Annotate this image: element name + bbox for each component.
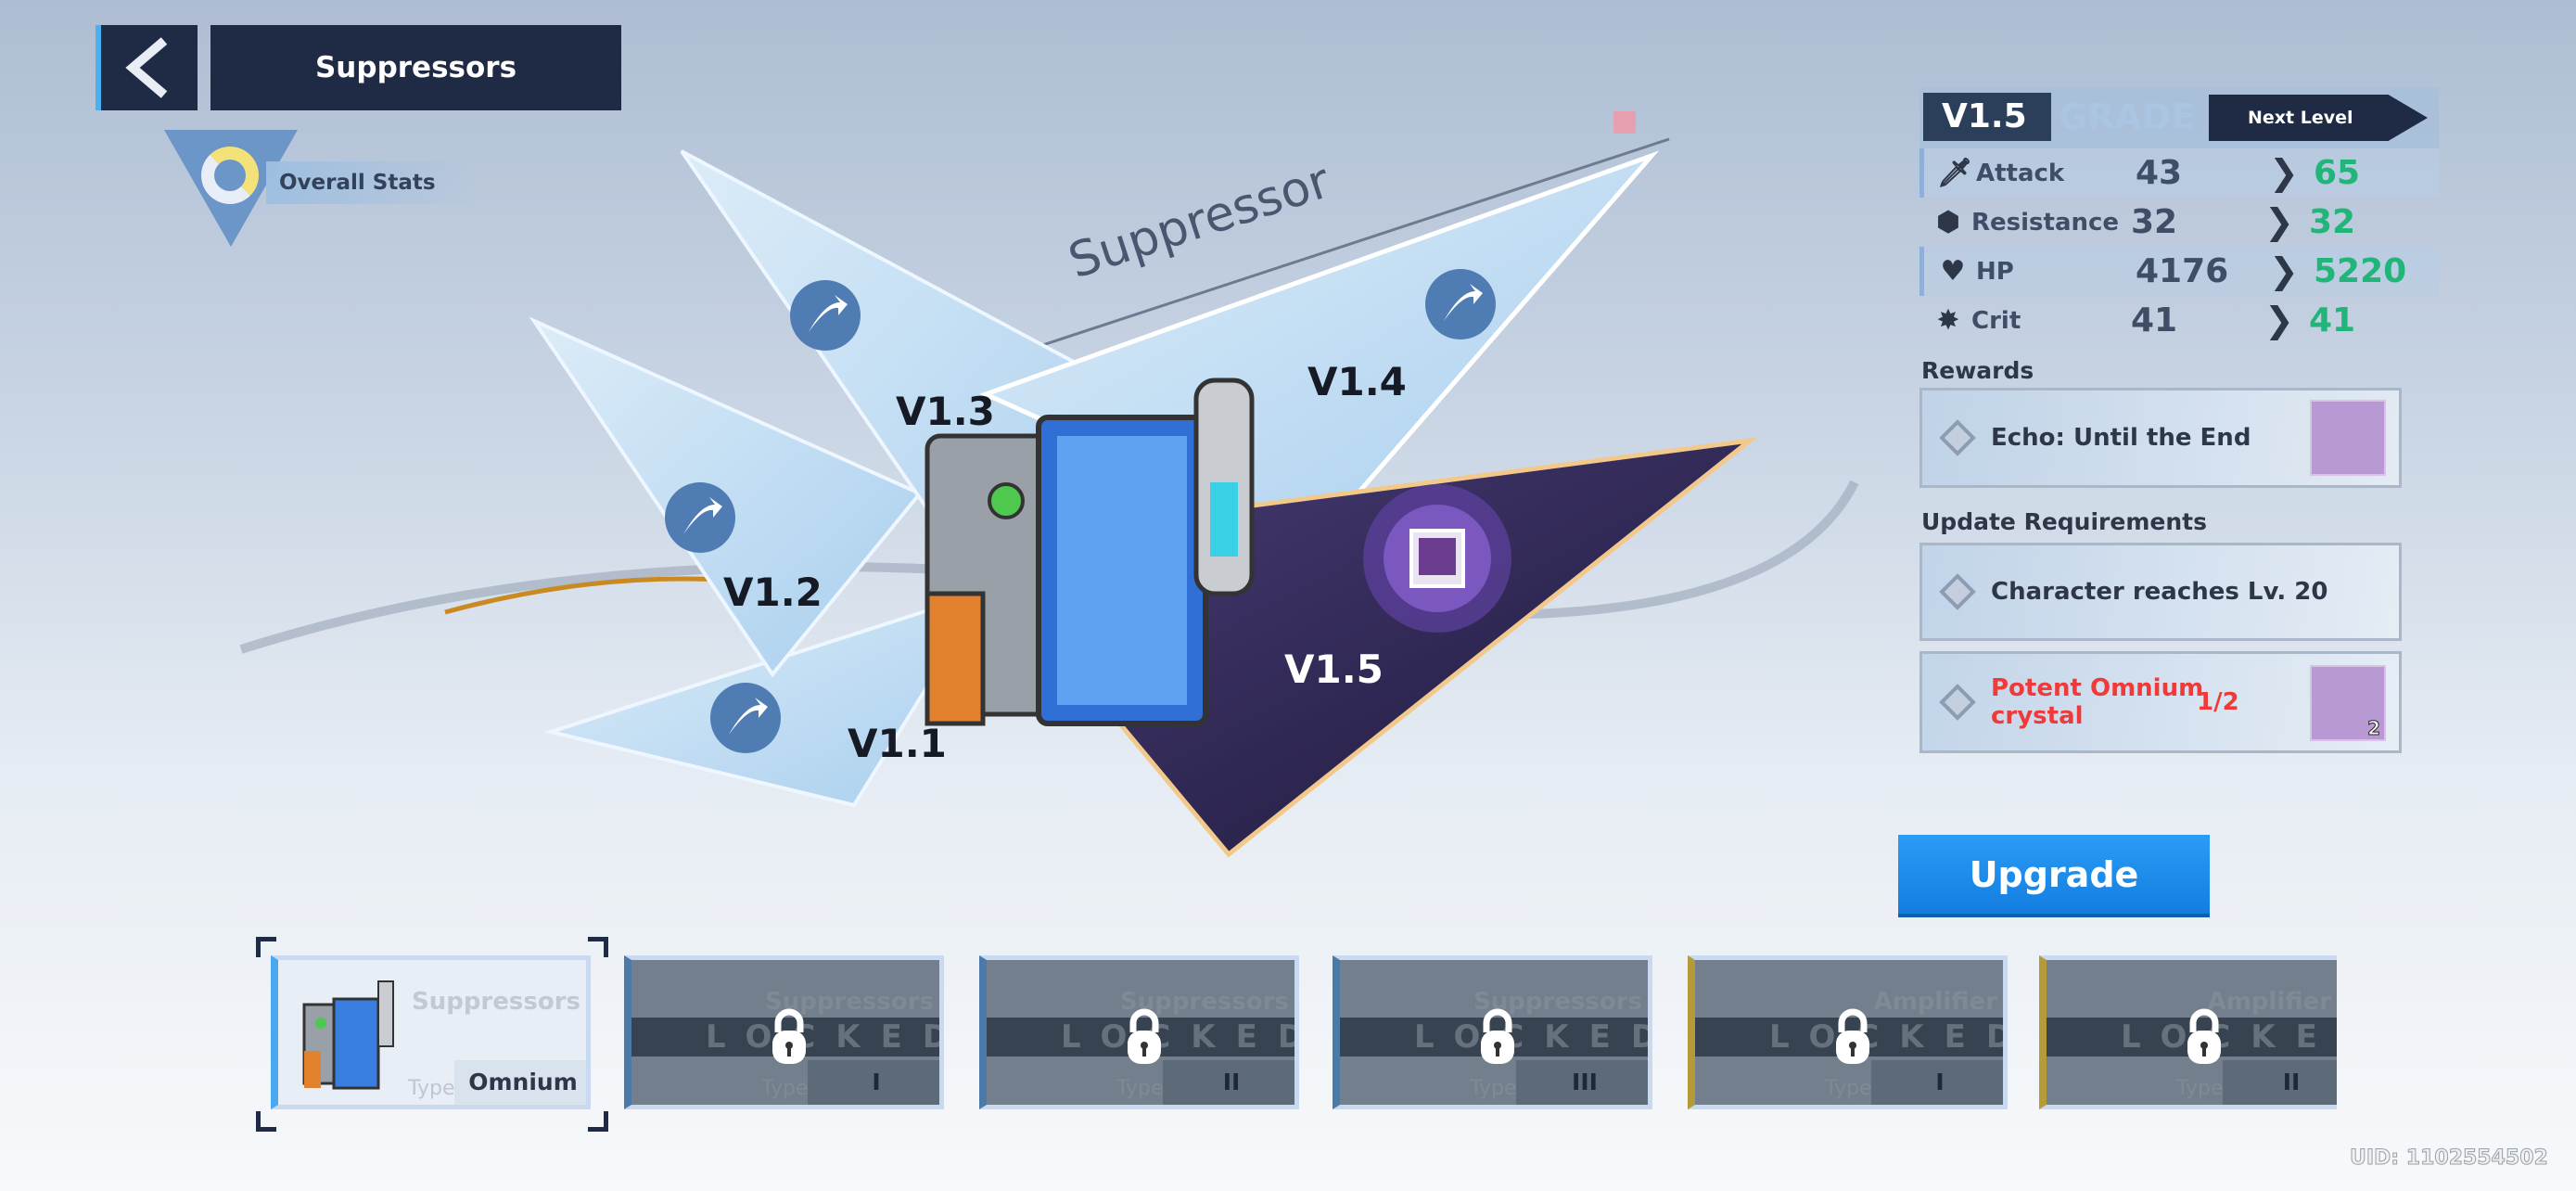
requirement-label: Character reaches Lv. 20	[1991, 578, 2328, 606]
stat-next: 65	[2314, 154, 2361, 192]
card-type-label: Type	[1116, 1077, 1164, 1100]
attributes-caption: ATTRIBUTES	[294, 141, 403, 160]
stat-current: 4176	[2136, 252, 2229, 290]
upgrade-arrow-icon[interactable]	[665, 482, 735, 553]
echo-card-thumbnail[interactable]	[2310, 400, 2386, 476]
stat-current: 32	[2131, 203, 2178, 241]
stats-panel: GRADE V1.5 Next Level 🗡 Attack 43 ❯ 65 ⬢…	[1919, 87, 2439, 345]
upgrade-button[interactable]: Upgrade	[1898, 835, 2210, 914]
material-name: Potent Omnium crystal	[1991, 674, 2204, 730]
diamond-bullet-icon	[1939, 573, 1976, 610]
current-grade: V1.5	[1923, 93, 2051, 141]
stats-ring-icon	[201, 147, 259, 204]
requirement-item-material[interactable]: Potent Omnium crystal 1/2 2	[1919, 651, 2402, 753]
back-button[interactable]	[96, 25, 198, 110]
stat-row-attack: 🗡 Attack 43 ❯ 65	[1919, 148, 2439, 198]
overall-stats-button[interactable]: ATTRIBUTES Overall Stats	[164, 130, 479, 250]
card-type-value: Omnium	[454, 1060, 586, 1105]
card-category: Suppressors	[411, 988, 580, 1016]
diamond-bullet-icon	[1939, 684, 1976, 721]
requirement-item: Character reaches Lv. 20	[1919, 543, 2402, 641]
card-type-label: Type	[761, 1077, 809, 1100]
stat-name: HP	[1976, 258, 2014, 286]
card-type-value: I	[1871, 1060, 2003, 1105]
module-card-locked[interactable]: Amplifier Type II LOCKED	[2039, 955, 2337, 1109]
stat-name: Crit	[1971, 307, 2021, 335]
burst-icon: ✸	[1936, 304, 1960, 337]
module-card-locked[interactable]: Suppressors Type III LOCKED	[1333, 955, 1652, 1109]
next-level-label: Next Level	[2209, 95, 2428, 141]
material-count: 2	[2367, 717, 2381, 740]
module-card[interactable]: Suppressors Type Omnium	[271, 955, 591, 1109]
stat-row-resistance: ⬢ Resistance 32 ❯ 32	[1919, 198, 2439, 247]
module-card-locked[interactable]: Suppressors Type II LOCKED	[979, 955, 1299, 1109]
stat-current: 43	[2136, 154, 2183, 192]
grade-ghost-text: GRADE	[2059, 96, 2196, 137]
back-chevron-icon	[125, 37, 168, 98]
card-type-label: Type	[408, 1077, 455, 1100]
selected-card-frame	[256, 937, 608, 1132]
chevron-right-icon: ❯	[2269, 152, 2299, 193]
card-type-label: Type	[2176, 1077, 2224, 1100]
suppressor-watermark: Suppressor	[1062, 153, 1336, 289]
card-category: Amplifier	[1873, 988, 1997, 1016]
shield-icon: ⬢	[1935, 206, 1961, 238]
card-type-label: Type	[1470, 1077, 1517, 1100]
rewards-heading: Rewards	[1921, 357, 2034, 384]
node-label-v1-2: V1.2	[723, 570, 823, 615]
chevron-right-icon: ❯	[2264, 300, 2294, 340]
module-card-locked[interactable]: Amplifier Type I LOCKED	[1688, 955, 2008, 1109]
upgrade-arrow-icon[interactable]	[790, 280, 861, 351]
card-category: Amplifier	[2207, 988, 2331, 1016]
node-label-v1-5: V1.5	[1284, 647, 1384, 692]
suppressor-device-image	[925, 378, 1255, 726]
chevron-right-icon: ❯	[2269, 250, 2299, 291]
lock-icon	[1481, 1008, 1514, 1064]
reward-medallion[interactable]	[1363, 484, 1511, 633]
stat-current: 41	[2131, 301, 2178, 339]
stat-row-hp: ♥ HP 4176 ❯ 5220	[1919, 247, 2439, 296]
grade-header: GRADE V1.5 Next Level	[1919, 87, 2439, 148]
stat-next: 41	[2309, 301, 2356, 339]
close-decor-icon	[1613, 111, 1636, 134]
node-label-v1-4: V1.4	[1307, 359, 1407, 404]
requirements-heading: Update Requirements	[1921, 508, 2207, 535]
stat-name: Attack	[1976, 160, 2065, 187]
card-type-value: I	[808, 1060, 939, 1105]
card-type-value: III	[1516, 1060, 1648, 1105]
reward-label: Echo: Until the End	[1991, 424, 2251, 452]
uid-label: UID: 1102554502	[2350, 1146, 2549, 1171]
card-type-value: II	[1163, 1060, 1294, 1105]
page-title: Suppressors	[210, 25, 621, 110]
lock-icon	[772, 1008, 806, 1064]
lock-icon	[1836, 1008, 1869, 1064]
locked-band: LOCKED	[1695, 1018, 2003, 1057]
chevron-right-icon: ❯	[2264, 201, 2294, 242]
crystal-thumbnail[interactable]: 2	[2310, 665, 2386, 741]
node-label-v1-1: V1.1	[848, 721, 947, 766]
stat-row-crit: ✸ Crit 41 ❯ 41	[1919, 296, 2439, 345]
stat-name: Resistance	[1971, 209, 2120, 237]
upgrade-arrow-icon[interactable]	[1425, 269, 1496, 339]
module-image	[302, 980, 394, 1090]
card-type-value: II	[2223, 1060, 2337, 1105]
card-type-label: Type	[1825, 1077, 1872, 1100]
lock-icon	[1128, 1008, 1161, 1064]
lock-icon	[2187, 1008, 2221, 1064]
upgrade-arrow-icon[interactable]	[710, 683, 781, 753]
diamond-bullet-icon	[1939, 419, 1976, 456]
overall-stats-label: Overall Stats	[266, 161, 479, 204]
reward-item[interactable]: Echo: Until the End	[1919, 388, 2402, 488]
stat-next: 32	[2309, 203, 2356, 241]
module-card-locked[interactable]: Suppressors Type I LOCKED	[624, 955, 944, 1109]
heart-icon: ♥	[1940, 255, 1966, 288]
node-label-v1-3: V1.3	[896, 389, 995, 434]
stat-next: 5220	[2314, 252, 2407, 290]
sword-icon: 🗡	[1937, 157, 1973, 189]
material-progress: 1/2	[2197, 688, 2239, 716]
